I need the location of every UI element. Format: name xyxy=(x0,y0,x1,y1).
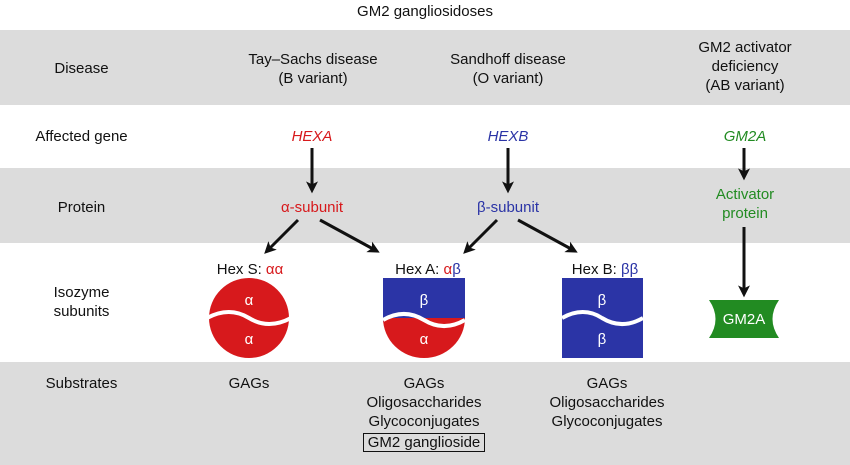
hex-b-isozyme-shape xyxy=(561,278,644,358)
disease-activator-line3: (AB variant) xyxy=(705,77,785,94)
substrates-hex-a-line2: Oligosaccharides xyxy=(366,394,482,411)
disease-sandhoff-variant: (O variant) xyxy=(472,70,544,87)
hex-b-top-letter: β xyxy=(597,292,607,309)
protein-alpha-subunit: α-subunit xyxy=(280,199,344,216)
disease-activator: GM2 activator deficiency (AB variant) xyxy=(660,38,830,95)
arrow-alpha-to-hex-s xyxy=(264,218,300,254)
protein-activator-line2: protein xyxy=(722,205,768,222)
isozyme-label-hex-a-beta: β xyxy=(452,261,461,278)
row-label-isozyme-line1: Isozyme xyxy=(53,284,110,301)
isozyme-label-hex-b: Hex B: ββ xyxy=(545,260,665,279)
row-label-gene: Affected gene xyxy=(35,128,128,145)
isozyme-label-hex-s: Hex S: αα xyxy=(190,260,310,279)
gm2a-label: GM2A xyxy=(722,311,766,328)
substrates-hex-a-line3: Glycoconjugates xyxy=(368,413,480,430)
hex-a-top-letter: β xyxy=(419,292,429,309)
isozyme-label-hex-s-suffix: αα xyxy=(265,261,284,278)
substrates-hex-a: GAGs Oligosaccharides Glycoconjugates GM… xyxy=(344,374,504,452)
disease-sandhoff: Sandhoff disease (O variant) xyxy=(408,50,608,88)
disease-tay-sachs: Tay–Sachs disease (B variant) xyxy=(213,50,413,88)
gene-hexb: HEXB xyxy=(487,128,529,145)
diagram-title: GM2 gangliosidoses xyxy=(357,3,493,20)
hex-a-bottom-letter: α xyxy=(419,331,429,348)
substrates-hex-b-line2: Oligosaccharides xyxy=(549,394,665,411)
isozyme-label-hex-s-prefix: Hex S: xyxy=(216,261,266,278)
isozyme-label-hex-a-alpha: α xyxy=(443,261,453,278)
arrow-beta-to-hex-a xyxy=(463,218,499,254)
row-band-disease xyxy=(0,30,850,105)
hex-s-top-letter: α xyxy=(244,292,254,309)
protein-activator-line1: Activator xyxy=(715,186,775,203)
substrates-hex-b: GAGs Oligosaccharides Glycoconjugates xyxy=(527,374,687,431)
substrates-hex-b-line1: GAGs xyxy=(586,375,628,392)
row-label-substrates: Substrates xyxy=(45,375,118,392)
hex-a-isozyme-shape xyxy=(382,278,466,358)
row-label-isozyme: Isozyme subunits xyxy=(0,283,163,321)
disease-tay-sachs-variant: (B variant) xyxy=(278,70,348,87)
protein-activator: Activator protein xyxy=(685,185,805,223)
disease-activator-line2: deficiency xyxy=(711,58,779,75)
isozyme-label-hex-b-suffix: ββ xyxy=(620,261,639,278)
isozyme-label-hex-a-prefix: Hex A: xyxy=(395,261,444,278)
gene-hexa: HEXA xyxy=(291,128,333,145)
row-label-protein: Protein xyxy=(57,199,106,216)
hex-s-bottom-letter: α xyxy=(244,331,254,348)
disease-tay-sachs-name: Tay–Sachs disease xyxy=(248,51,378,68)
row-band-substrates xyxy=(0,362,850,465)
hex-b-bottom-letter: β xyxy=(597,331,607,348)
row-label-isozyme-line2: subunits xyxy=(53,303,110,320)
gene-gm2a: GM2A xyxy=(723,128,767,145)
substrates-hex-a-line1: GAGs xyxy=(403,375,445,392)
substrates-hex-s: GAGs xyxy=(228,375,270,392)
gm2a-isozyme-shape xyxy=(709,300,779,338)
disease-activator-line1: GM2 activator xyxy=(698,39,792,56)
substrates-hex-a-gm2-ganglioside: GM2 ganglioside xyxy=(362,433,486,452)
arrow-beta-to-hex-b xyxy=(517,218,578,253)
hex-s-isozyme-shape xyxy=(206,278,292,358)
arrow-alpha-to-hex-a xyxy=(319,218,380,253)
row-label-disease: Disease xyxy=(54,60,109,77)
disease-sandhoff-name: Sandhoff disease xyxy=(450,51,566,68)
row-band-protein xyxy=(0,168,850,243)
substrates-hex-b-line3: Glycoconjugates xyxy=(551,413,663,430)
isozyme-label-hex-b-prefix: Hex B: xyxy=(571,261,621,278)
protein-beta-subunit: β-subunit xyxy=(477,199,539,216)
isozyme-label-hex-a: Hex A: αβ xyxy=(368,260,488,279)
